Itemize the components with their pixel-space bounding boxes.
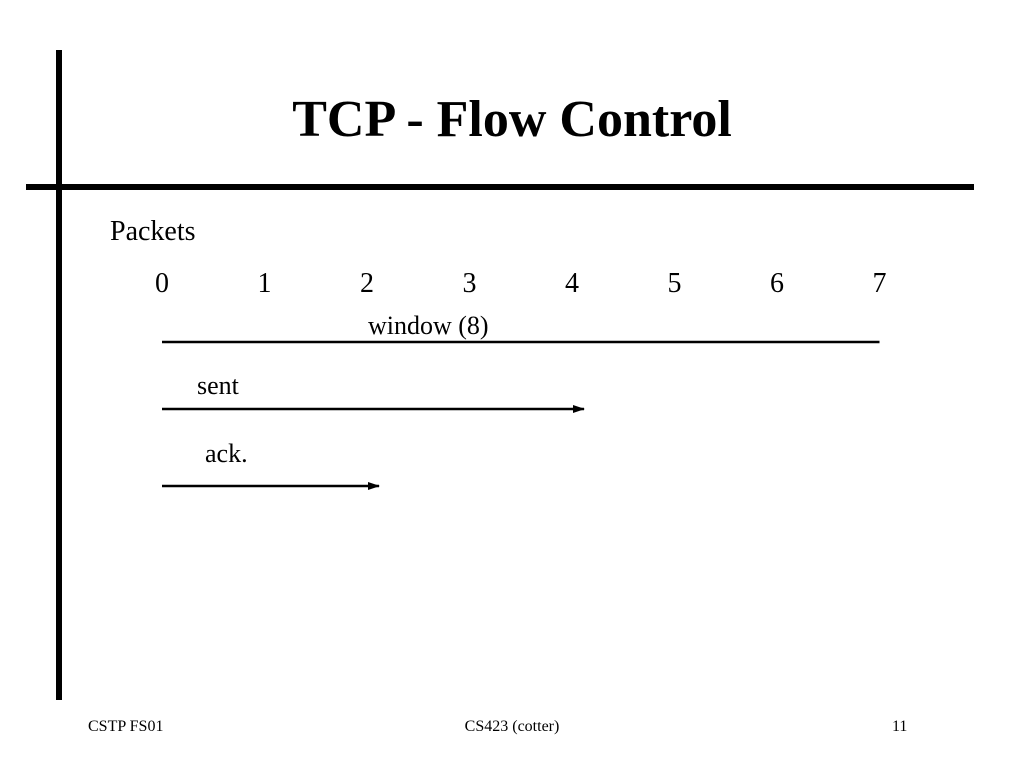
- progress-arrows: sent ack.: [162, 371, 585, 490]
- window-label: window (8): [368, 311, 489, 340]
- packet-numbers: 0 1 2 3 4 5 6 7: [155, 268, 887, 299]
- packet-number: 5: [668, 268, 682, 299]
- horizontal-rule: [26, 184, 974, 190]
- packets-label: Packets: [110, 216, 196, 247]
- packet-number: 4: [565, 268, 579, 299]
- window-indicator: window (8): [162, 311, 880, 344]
- vertical-rule: [56, 50, 62, 700]
- footer-lecture: CS423 (cotter): [464, 718, 560, 735]
- packet-number: 1: [258, 268, 272, 299]
- footer-course: CSTP FS01: [88, 718, 164, 735]
- packet-number: 0: [155, 268, 169, 299]
- packet-number: 2: [360, 268, 374, 299]
- ack-label: ack.: [205, 439, 248, 468]
- packet-number: 6: [770, 268, 784, 299]
- packet-number: 7: [873, 268, 887, 299]
- slide-title: TCP - Flow Control: [292, 91, 732, 148]
- footer-page-number: 11: [892, 718, 908, 735]
- sent-label: sent: [197, 371, 240, 400]
- packet-number: 3: [463, 268, 477, 299]
